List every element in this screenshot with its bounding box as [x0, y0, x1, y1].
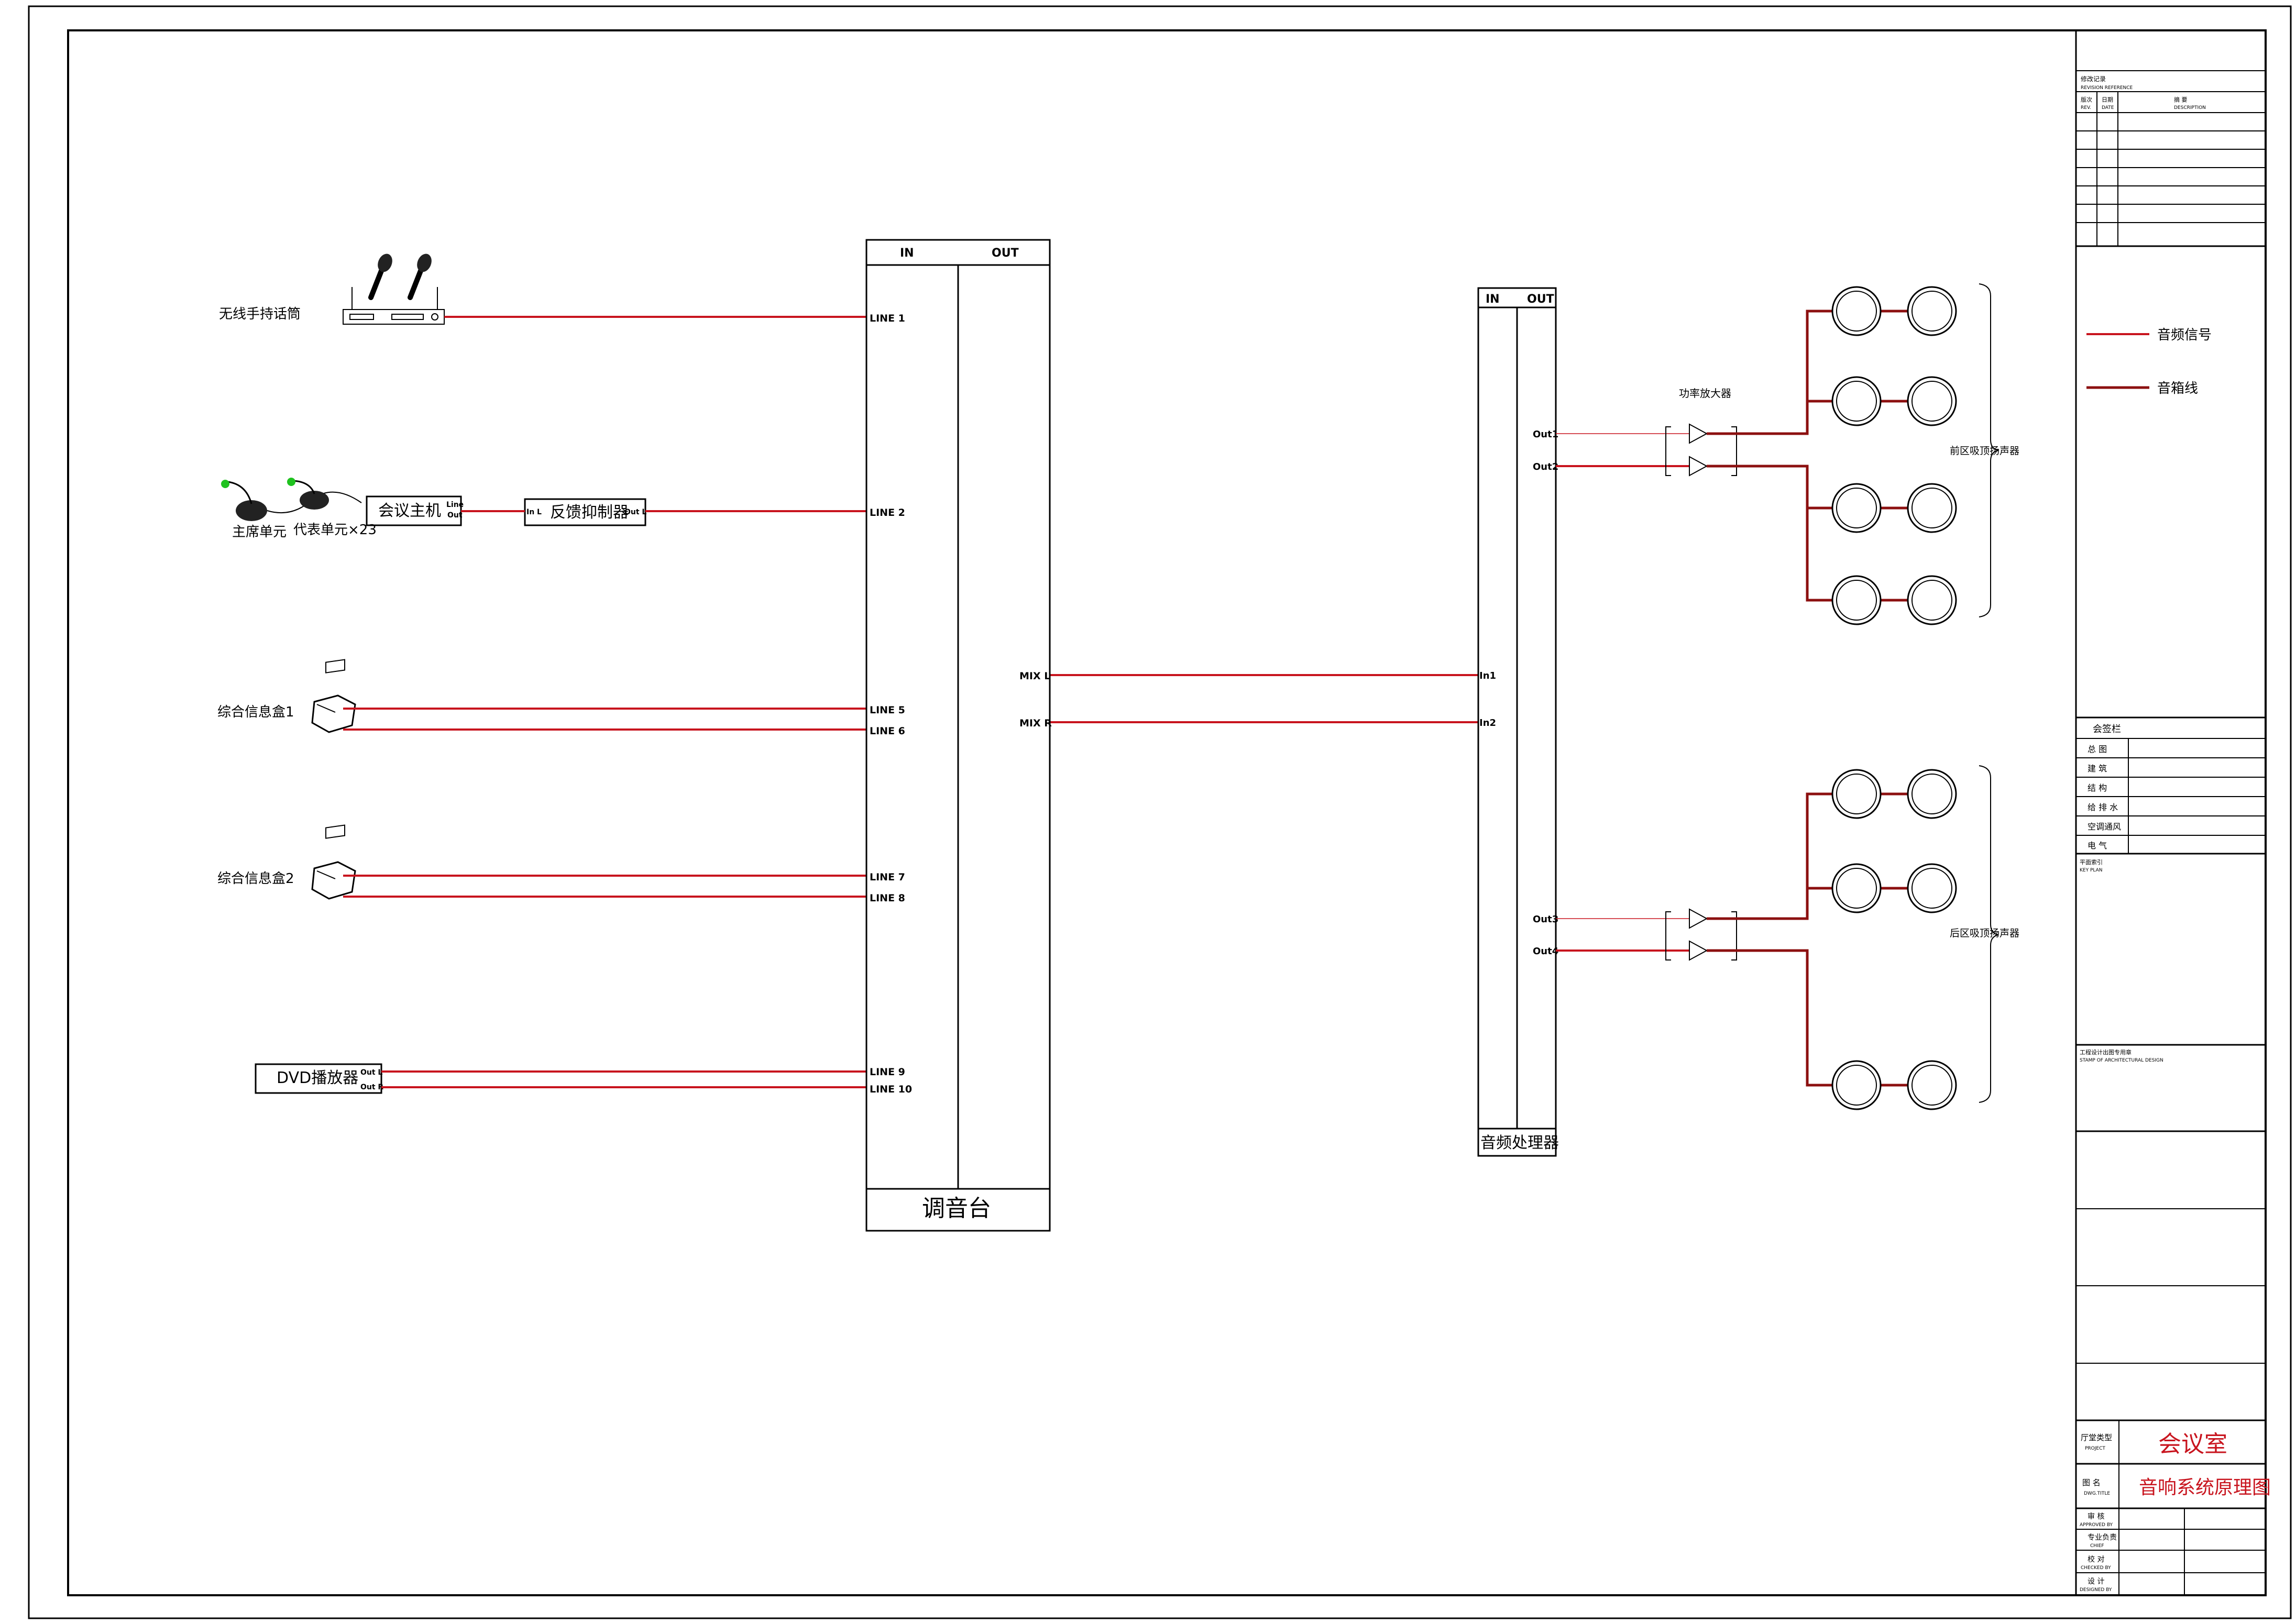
- mixer-line-10: LINE 10: [870, 1084, 912, 1095]
- role-designed: 设 计: [2088, 1577, 2104, 1586]
- speaker-cable-front-1: [1707, 310, 1832, 435]
- processor-in2: In2: [1479, 717, 1496, 728]
- drawing-name: 音响系统原理图: [2139, 1477, 2271, 1498]
- mixer-line-9: LINE 9: [870, 1066, 905, 1078]
- mixer-mix-l: MIX L: [1019, 670, 1050, 682]
- speaker-pair-links: [1881, 310, 1908, 1087]
- wireless-mic-receiver: [343, 287, 445, 325]
- rev-col-date-en: DATE: [2102, 105, 2114, 111]
- role-chief-en: CHIEF: [2090, 1543, 2104, 1549]
- project-label: 厅堂类型: [2081, 1433, 2112, 1442]
- sign-title: 会签栏: [2093, 724, 2121, 735]
- role-designed-en: DESIGNED BY: [2080, 1587, 2112, 1593]
- role-checked-en: CHECKED BY: [2081, 1565, 2111, 1571]
- mixer-line-6: LINE 6: [870, 725, 905, 737]
- speaker-cable-front-2: [1707, 465, 1832, 602]
- amplifier-rear: [1665, 908, 1737, 961]
- info-box-2-label: 综合信息盒2: [217, 871, 294, 887]
- mixer-line-7: LINE 7: [870, 871, 905, 883]
- mixer-label: 调音台: [922, 1195, 991, 1222]
- handheld-mic-icon: [368, 253, 432, 300]
- rev-col-desc-en: DESCRIPTION: [2174, 105, 2206, 111]
- key-plan-title-en: KEY PLAN: [2080, 868, 2102, 873]
- mixer-line-8: LINE 8: [870, 892, 905, 904]
- speaker-cable-rear-1: [1707, 792, 1832, 920]
- processor-out4: Out4: [1533, 946, 1558, 957]
- rev-col-version: 版次: [2081, 96, 2092, 103]
- feedback-suppressor-label: 反馈抑制器: [550, 503, 629, 522]
- rev-col-desc: 摘 要: [2174, 96, 2188, 103]
- project-name: 会议室: [2158, 1431, 2227, 1458]
- chairman-unit-label: 主席单元: [232, 524, 287, 540]
- rev-col-version-en: REV.: [2081, 105, 2091, 111]
- inner-frame: [67, 29, 2267, 1596]
- role-approved: 审 核: [2088, 1512, 2104, 1521]
- audio-processor: [1477, 287, 1557, 1157]
- info-box-2-icon: [311, 824, 356, 900]
- delegate-unit-label: 代表单元×23: [293, 522, 377, 538]
- title-block-frame: [2075, 30, 2266, 1595]
- processor-label: 音频处理器: [1480, 1134, 1559, 1152]
- discipline-1: 总 图: [2088, 744, 2107, 754]
- revision-title: 修改记录: [2081, 75, 2106, 83]
- processor-out-header: OUT: [1527, 293, 1554, 306]
- mixer-out-header: OUT: [992, 247, 1019, 260]
- amplifier-front: [1665, 423, 1737, 477]
- mixer-console: [865, 239, 1051, 1232]
- processor-out1: Out1: [1533, 429, 1558, 440]
- dvd-out-r-port: Out R: [360, 1083, 383, 1091]
- dvd-player-label: DVD播放器: [277, 1069, 358, 1087]
- rev-col-date: 日期: [2102, 96, 2113, 103]
- role-chief: 专业负责: [2088, 1533, 2117, 1542]
- ceiling-speakers-rear: [1831, 765, 1999, 1110]
- mixer-line-1: LINE 1: [870, 313, 905, 324]
- chairman-unit-icon: [221, 480, 362, 521]
- key-plan-title: 平面索引: [2080, 858, 2103, 866]
- conference-host-out-port: Out: [447, 511, 463, 520]
- speaker-cable-rear-2: [1707, 949, 1832, 1087]
- conference-host-line-port: Line: [446, 501, 464, 509]
- processor-out2: Out2: [1533, 461, 1558, 472]
- discipline-3: 结 构: [2088, 783, 2107, 793]
- mixer-line-5: LINE 5: [870, 704, 905, 716]
- rear-speaker-label: 后区吸顶扬声器: [1950, 928, 2019, 939]
- role-checked: 校 对: [2088, 1555, 2104, 1564]
- info-box-1-label: 综合信息盒1: [217, 704, 294, 720]
- legend-audio-signal: 音频信号: [2157, 327, 2212, 343]
- drawing-label-en: DWG.TITLE: [2084, 1491, 2110, 1496]
- mixer-mix-r: MIX R: [1019, 717, 1052, 729]
- discipline-2: 建 筑: [2088, 764, 2107, 774]
- stamp-title: 工程设计出图专用章: [2080, 1048, 2132, 1056]
- discipline-5: 空调通风: [2088, 822, 2121, 832]
- feedback-suppressor-in-port: In L: [526, 508, 542, 516]
- dvd-player-box: [255, 1063, 382, 1094]
- stamp-title-en: STAMP OF ARCHITECTURAL DESIGN: [2080, 1058, 2163, 1063]
- revision-title-en: REVISION REFERENCE: [2081, 85, 2133, 91]
- processor-in-header: IN: [1486, 293, 1500, 306]
- mixer-line-2: LINE 2: [870, 507, 905, 518]
- delegate-unit-icon: [287, 478, 329, 510]
- ceiling-speakers-front: [1831, 283, 1999, 625]
- wireless-mic-label: 无线手持话筒: [219, 306, 301, 322]
- mixer-in-header: IN: [900, 247, 914, 260]
- processor-in1: In1: [1479, 670, 1496, 681]
- role-approved-en: APPROVED BY: [2080, 1522, 2113, 1528]
- outer-frame: [28, 5, 2292, 1619]
- discipline-4: 给 排 水: [2088, 802, 2118, 812]
- discipline-6: 电 气: [2088, 841, 2107, 851]
- drawing-label: 图 名: [2082, 1478, 2101, 1487]
- amplifier-label: 功率放大器: [1679, 387, 1731, 400]
- project-label-en: PROJECT: [2085, 1446, 2105, 1451]
- feedback-suppressor-out-port: Out L: [624, 508, 646, 516]
- dvd-out-l-port: Out L: [360, 1068, 382, 1077]
- info-box-1-icon: [311, 659, 356, 733]
- processor-out3: Out3: [1533, 914, 1558, 925]
- legend-speaker-cable: 音箱线: [2157, 381, 2198, 396]
- front-speaker-label: 前区吸顶扬声器: [1950, 445, 2019, 457]
- conference-host-label: 会议主机: [378, 502, 441, 520]
